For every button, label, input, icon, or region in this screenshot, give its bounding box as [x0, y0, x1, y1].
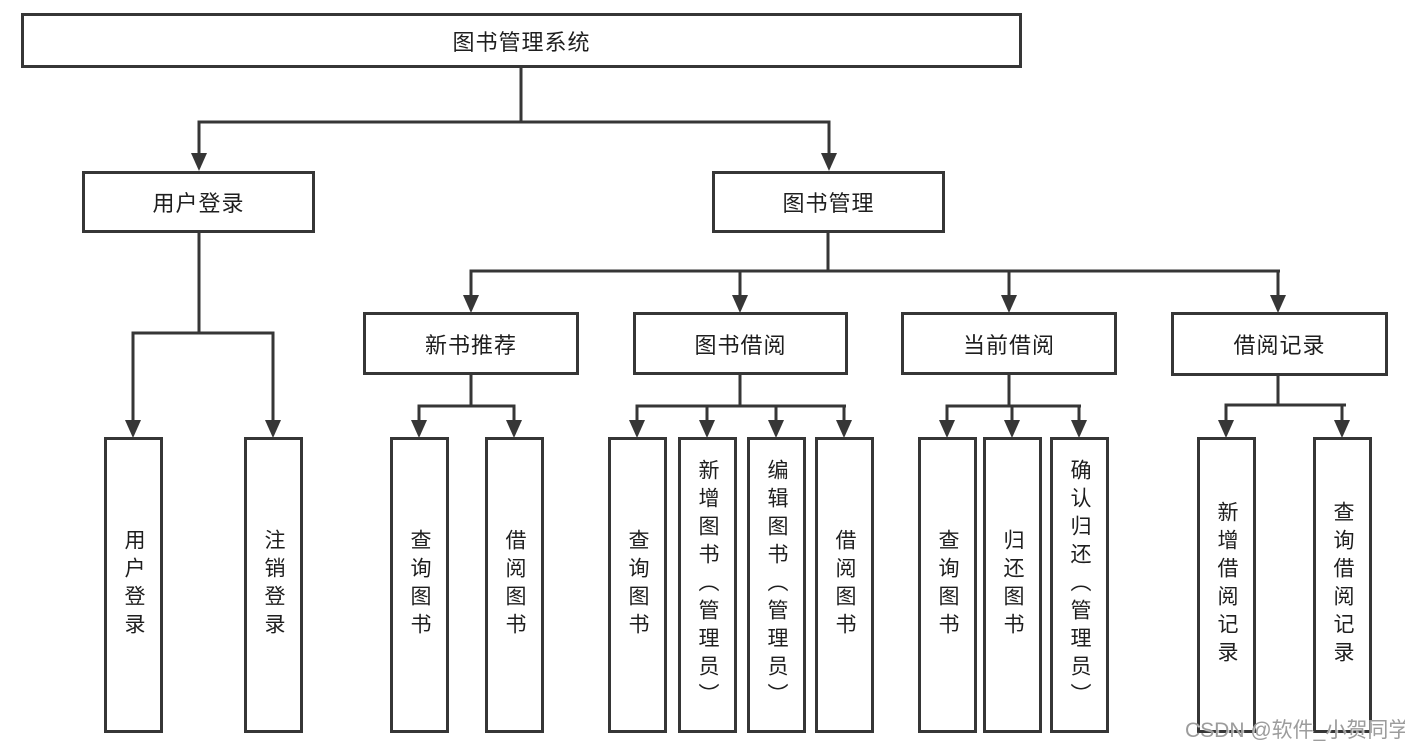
leaf-label: 查询图书: [936, 529, 959, 641]
node-label: 当前借阅: [962, 332, 1055, 358]
leaf-recommend-query-books: 查询图书: [390, 437, 449, 733]
leaf-label: 新增图书（管理员）: [696, 459, 719, 711]
leaf-confirm-return-admin: 确认归还（管理员）: [1050, 437, 1109, 733]
node-book-borrow: 图书借阅: [633, 312, 848, 375]
arrowheads: [125, 153, 1350, 438]
leaf-query-borrow-record: 查询借阅记录: [1313, 437, 1372, 733]
node-label: 借阅记录: [1233, 333, 1326, 358]
leaf-label: 归还图书: [1001, 529, 1024, 641]
node-new-book-recommend: 新书推荐: [363, 312, 579, 375]
node-label: 图书管理: [782, 191, 875, 216]
leaf-add-books-admin: 新增图书（管理员）: [678, 437, 737, 733]
node-borrow-records: 借阅记录: [1171, 312, 1388, 376]
node-label: 用户登录: [152, 191, 245, 216]
node-label: 图书管理系统: [452, 29, 591, 55]
leaf-borrow-query-books: 查询图书: [608, 437, 667, 733]
leaf-borrow-books: 借阅图书: [815, 437, 874, 733]
leaf-label: 用户登录: [122, 529, 145, 641]
leaf-user-login: 用户登录: [104, 437, 163, 733]
node-library-management-system: 图书管理系统: [21, 13, 1022, 68]
leaf-label: 查询图书: [626, 529, 649, 641]
csdn-watermark: CSDN @软件_小贺同学: [1185, 719, 1405, 742]
leaf-recommend-borrow-books: 借阅图书: [485, 437, 544, 733]
leaf-current-query-books: 查询图书: [918, 437, 977, 733]
leaf-label: 借阅图书: [833, 529, 856, 641]
leaf-label: 编辑图书（管理员）: [765, 459, 788, 711]
leaf-label: 查询图书: [408, 529, 431, 641]
leaf-label: 确认归还（管理员）: [1068, 459, 1091, 711]
leaf-edit-books-admin: 编辑图书（管理员）: [747, 437, 806, 733]
node-label: 图书借阅: [694, 332, 787, 358]
node-label: 新书推荐: [424, 332, 517, 358]
leaf-return-books: 归还图书: [983, 437, 1042, 733]
node-user-login: 用户登录: [82, 171, 315, 233]
node-book-management: 图书管理: [712, 171, 945, 233]
leaf-label: 查询借阅记录: [1331, 501, 1354, 669]
leaf-label: 新增借阅记录: [1215, 501, 1238, 669]
leaf-label: 注销登录: [262, 529, 285, 641]
leaf-add-borrow-record: 新增借阅记录: [1197, 437, 1256, 733]
node-current-borrow: 当前借阅: [901, 312, 1117, 375]
leaf-label: 借阅图书: [503, 529, 526, 641]
leaf-logout: 注销登录: [244, 437, 303, 733]
